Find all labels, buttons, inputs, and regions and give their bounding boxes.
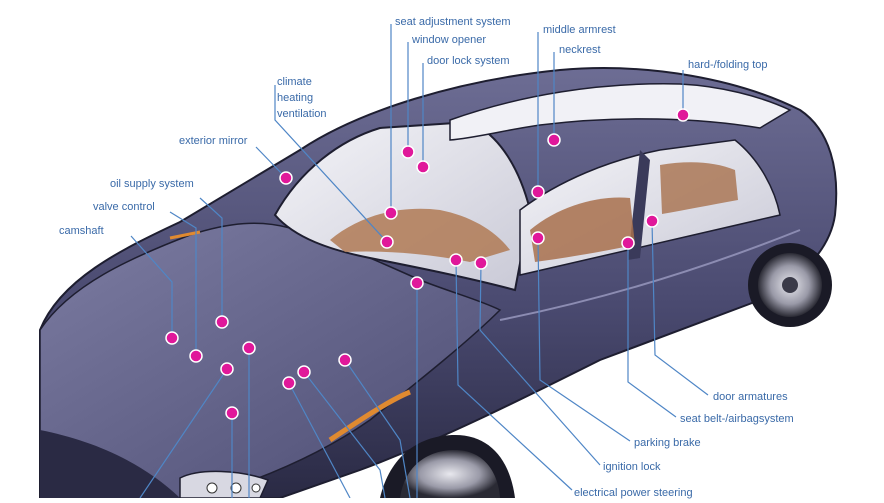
component-marker-11 bbox=[165, 331, 179, 345]
component-marker-21 bbox=[242, 341, 256, 355]
leader-line-lower-6 bbox=[139, 368, 228, 499]
leader-line-camshaft bbox=[130, 235, 173, 338]
component-marker-5 bbox=[547, 133, 561, 147]
leader-line-lower-4 bbox=[288, 382, 351, 499]
label-electrical-power-steering: electrical power steering bbox=[574, 487, 693, 499]
component-marker-10 bbox=[189, 349, 203, 363]
label-middle-armrest: middle armrest bbox=[543, 24, 616, 36]
label-oil-supply-system: oil supply system bbox=[110, 178, 194, 190]
component-marker-1 bbox=[384, 206, 398, 220]
component-marker-15 bbox=[474, 256, 488, 270]
leader-line-valve-control bbox=[169, 211, 197, 356]
leader-line-seat-belt bbox=[627, 243, 677, 418]
label-camshaft: camshaft bbox=[59, 225, 104, 237]
component-marker-6 bbox=[676, 108, 690, 122]
label-door-lock-system: door lock system bbox=[427, 55, 510, 67]
headlight bbox=[179, 470, 270, 499]
component-marker-4 bbox=[531, 185, 545, 199]
component-markers bbox=[165, 108, 690, 420]
label-parking-brake: parking brake bbox=[634, 437, 701, 449]
leader-line-oil-supply bbox=[199, 197, 223, 322]
component-marker-3 bbox=[416, 160, 430, 174]
component-marker-19 bbox=[297, 365, 311, 379]
component-marker-9 bbox=[215, 315, 229, 329]
component-marker-7 bbox=[380, 235, 394, 249]
label-window-opener: window opener bbox=[412, 34, 486, 46]
label-valve-control: valve control bbox=[93, 201, 155, 213]
label-heating: heating bbox=[277, 92, 314, 104]
label-hard-folding-top: hard-/folding top bbox=[688, 59, 768, 71]
component-marker-14 bbox=[531, 231, 545, 245]
leader-lines bbox=[130, 24, 709, 499]
component-marker-18 bbox=[338, 353, 352, 367]
label-ventilation: ventilation bbox=[277, 108, 327, 120]
label-door-armatures: door armatures bbox=[713, 391, 788, 403]
component-marker-23 bbox=[225, 406, 239, 420]
leader-line-lower-2 bbox=[344, 359, 411, 499]
leader-line-exterior-mirror bbox=[255, 146, 287, 179]
component-marker-13 bbox=[621, 236, 635, 250]
leader-line-parking-brake bbox=[537, 237, 631, 442]
label-seat-belt-airbag-system: seat belt-/airbagsystem bbox=[680, 413, 794, 425]
component-marker-2 bbox=[401, 145, 415, 159]
component-marker-22 bbox=[220, 362, 234, 376]
leader-line-door-armatures bbox=[651, 220, 709, 396]
leader-line-climate bbox=[274, 85, 388, 243]
car-interior bbox=[330, 162, 738, 262]
leader-line-power-steering bbox=[455, 259, 573, 491]
component-marker-20 bbox=[282, 376, 296, 390]
leader-line-lower-3 bbox=[303, 371, 386, 499]
label-exterior-mirror: exterior mirror bbox=[179, 135, 248, 147]
component-marker-16 bbox=[449, 253, 463, 267]
label-seat-adjustment-system: seat adjustment system bbox=[395, 16, 511, 28]
label-neckrest: neckrest bbox=[559, 44, 601, 56]
label-climate: climate bbox=[277, 76, 312, 88]
component-marker-12 bbox=[645, 214, 659, 228]
component-marker-17 bbox=[410, 276, 424, 290]
car-wheels bbox=[380, 243, 832, 498]
component-marker-8 bbox=[279, 171, 293, 185]
leader-line-ignition-lock bbox=[479, 262, 601, 466]
label-ignition-lock: ignition lock bbox=[603, 461, 661, 473]
